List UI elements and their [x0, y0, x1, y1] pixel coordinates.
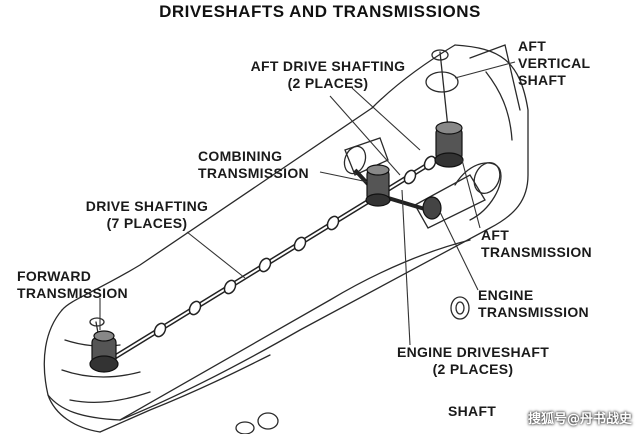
label-forward-transmission-line2: TRANSMISSION	[17, 285, 128, 301]
engine-pod-intake	[473, 161, 501, 195]
engine-transmission-shape	[422, 196, 442, 220]
fuselage-bottom	[47, 394, 121, 421]
transmissions	[89, 121, 464, 373]
forward-transmission-shape	[89, 330, 119, 373]
fuselage-nose	[43, 309, 101, 433]
diagram-title: DRIVESHAFTS AND TRANSMISSIONS	[159, 2, 481, 21]
aft-transmission-shape	[434, 121, 464, 168]
cabin-lower	[99, 354, 271, 433]
combining-transmission-shape	[365, 164, 391, 207]
gear-front-right	[235, 421, 255, 434]
engine-left-body	[344, 137, 389, 176]
label-forward-transmission: FORWARD TRANSMISSION	[17, 268, 128, 302]
label-engine-transmission-line2: TRANSMISSION	[478, 304, 589, 320]
leader-lines	[99, 61, 516, 346]
label-combining-transmission-line1: COMBINING	[198, 148, 283, 164]
gear-aft-inner	[455, 301, 465, 315]
label-drive-shafting: DRIVE SHAFTING (7 PLACES)	[72, 198, 222, 232]
fuselage-lower-line	[119, 239, 471, 421]
label-engine-driveshaft-line1: ENGINE DRIVESHAFT	[396, 344, 550, 360]
label-aft-drive-shafting-line2: (2 PLACES)	[287, 75, 369, 91]
label-aft-transmission-line2: TRANSMISSION	[481, 244, 592, 260]
label-combining-transmission: COMBINING TRANSMISSION	[198, 148, 309, 182]
gear-aft	[450, 296, 470, 320]
watermark: 搜狐号@丹书战史	[527, 412, 632, 427]
pylon-aft	[469, 44, 521, 111]
aft-mast-ring	[425, 71, 459, 93]
label-aft-vertical-shaft-line2: VERTICAL	[518, 55, 591, 71]
engine-left-exhaust	[343, 145, 367, 175]
engine-pod-right	[454, 162, 502, 221]
label-aft-vertical-shaft: AFT VERTICAL SHAFT	[518, 38, 590, 89]
fuselage-top-ridge	[61, 107, 373, 311]
label-aft-vertical-shaft-line3: SHAFT	[518, 72, 567, 88]
label-engine-driveshaft-line2: (2 PLACES)	[432, 361, 514, 377]
label-engine-driveshaft: ENGINE DRIVESHAFT (2 PLACES)	[382, 344, 564, 378]
label-combining-transmission-line2: TRANSMISSION	[198, 165, 309, 181]
engine-pod-body	[414, 174, 486, 229]
label-forward-transmission-line1: FORWARD	[17, 268, 92, 284]
label-shaft-partial: SHAFT	[448, 403, 497, 419]
pylon-aft-base	[485, 71, 513, 141]
main-drive-shaft	[108, 142, 462, 363]
label-engine-transmission: ENGINE TRANSMISSION	[478, 287, 589, 321]
label-aft-drive-shafting-line1: AFT DRIVE SHAFTING	[250, 58, 406, 74]
gear-front-left	[257, 412, 279, 430]
forward-mast-top	[89, 317, 105, 327]
label-drive-shafting-line1: DRIVE SHAFTING	[85, 198, 209, 214]
label-engine-transmission-line1: ENGINE	[478, 287, 534, 303]
label-drive-shafting-line2: (7 PLACES)	[106, 215, 188, 231]
label-aft-drive-shafting: AFT DRIVE SHAFTING (2 PLACES)	[228, 58, 428, 92]
aft-mast-top	[431, 49, 449, 61]
label-aft-vertical-shaft-line1: AFT	[518, 38, 547, 54]
label-aft-transmission: AFT TRANSMISSION	[481, 227, 592, 261]
fuselage-outline-inner	[371, 44, 456, 109]
shaft-couplings	[153, 155, 437, 338]
label-aft-transmission-line1: AFT	[481, 227, 510, 243]
aft-mast	[439, 51, 449, 129]
